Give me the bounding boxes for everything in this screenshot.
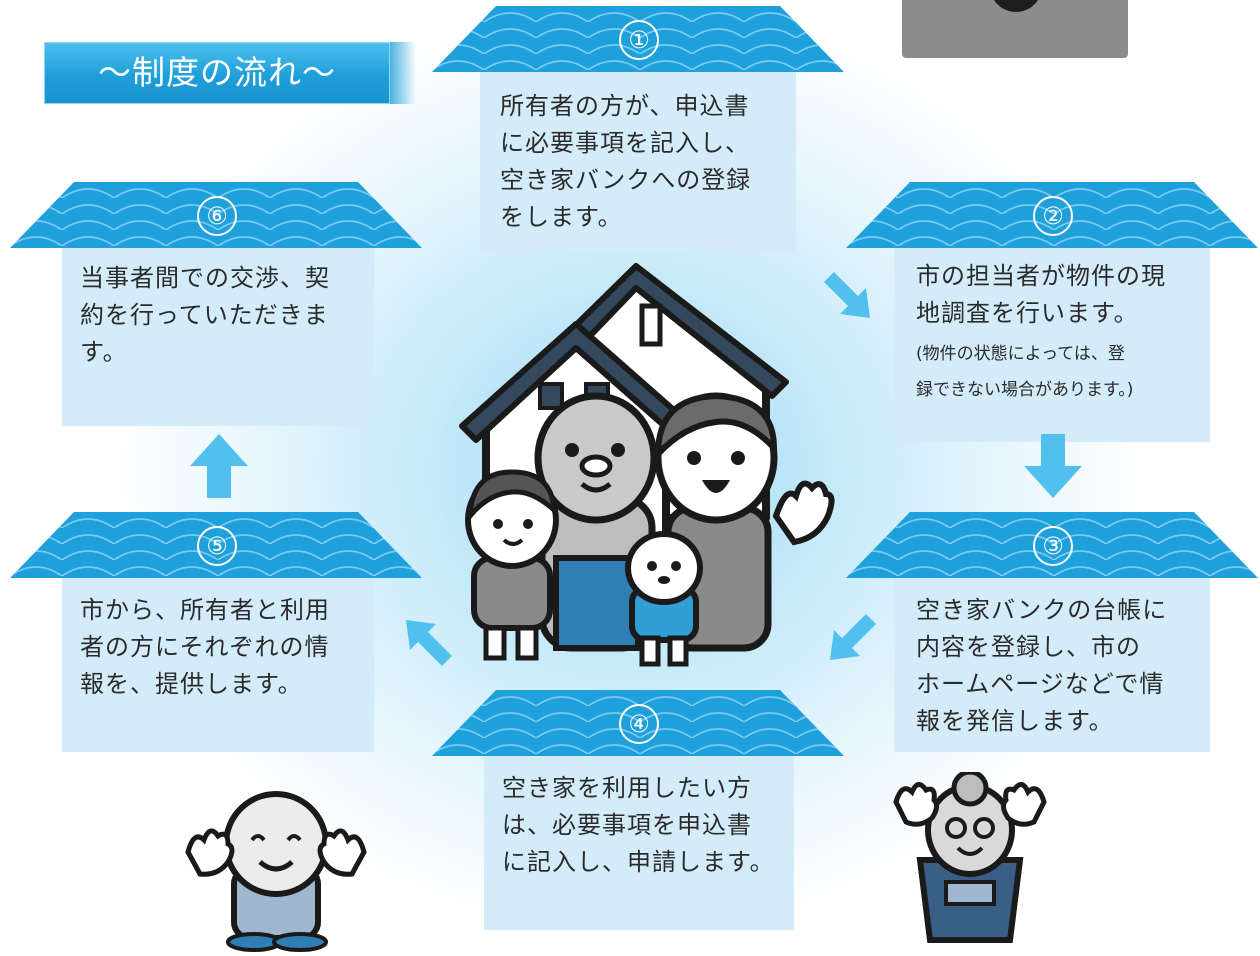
step-3-line-2: 内容を登録し、市の bbox=[916, 633, 1141, 661]
step-4-line-2: は、必要事項を申込書 bbox=[502, 811, 752, 839]
step-6-text: 当事者間での交渉、契 約を行っていただきま す。 bbox=[80, 260, 330, 371]
arrow-up-left-icon bbox=[406, 620, 452, 666]
old-man-illustration bbox=[185, 791, 367, 952]
step-3-line-1: 空き家バンクの台帳に bbox=[916, 596, 1168, 624]
step-1-line-2: に必要事項を記入し、 bbox=[500, 129, 750, 157]
step-4-number: ④ bbox=[619, 704, 659, 744]
step-1-number: ① bbox=[619, 20, 659, 60]
step-2-card: ② 市の担当者が物件の現 地調査を行います。 (物件の状態によっては、登 録でき… bbox=[846, 182, 1258, 442]
step-1-text: 所有者の方が、申込書 に必要事項を記入し、 空き家バンクへの登録 をします。 bbox=[500, 88, 751, 236]
step-3-number: ③ bbox=[1033, 526, 1073, 566]
step-6-number: ⑥ bbox=[197, 196, 237, 236]
step-2-body: 市の担当者が物件の現 地調査を行います。 (物件の状態によっては、登 録できない… bbox=[894, 248, 1210, 442]
step-5-body: 市から、所有者と利用 者の方にそれぞれの情 報を、提供します。 bbox=[62, 578, 374, 752]
step-5-text: 市から、所有者と利用 者の方にそれぞれの情 報を、提供します。 bbox=[80, 592, 330, 703]
step-2-number: ② bbox=[1033, 196, 1073, 236]
step-4-text: 空き家を利用したい方 は、必要事項を申込書 に記入し、申請します。 bbox=[502, 770, 775, 881]
arrow-down-left-icon bbox=[830, 614, 876, 660]
page-title: 〜制度の流れ〜 bbox=[44, 42, 416, 104]
step-6-line-2: 約を行っていただきま bbox=[80, 301, 329, 329]
step-2-line-2: 地調査を行います。 bbox=[916, 299, 1139, 327]
step-4-body: 空き家を利用したい方 は、必要事項を申込書 に記入し、申請します。 bbox=[484, 756, 794, 930]
step-2-note-2: 録できない場合があります。) bbox=[916, 380, 1134, 400]
step-4-line-1: 空き家を利用したい方 bbox=[502, 774, 752, 802]
step-5-number: ⑤ bbox=[197, 526, 237, 566]
step-5-card: ⑤ 市から、所有者と利用 者の方にそれぞれの情 報を、提供します。 bbox=[10, 512, 422, 752]
step-5-line-1: 市から、所有者と利用 bbox=[80, 596, 330, 624]
step-1-body: 所有者の方が、申込書 に必要事項を記入し、 空き家バンクへの登録 をします。 bbox=[480, 72, 796, 252]
step-6-card: ⑥ 当事者間での交渉、契 約を行っていただきま す。 bbox=[10, 182, 422, 426]
step-5-line-2: 者の方にそれぞれの情 bbox=[80, 633, 330, 661]
step-3-line-3: ホームページなどで情 bbox=[916, 670, 1165, 698]
step-6-line-3: す。 bbox=[80, 338, 128, 366]
arrow-down-icon bbox=[1024, 434, 1082, 498]
step-3-body: 空き家バンクの台帳に 内容を登録し、市の ホームページなどで情 報を発信します。 bbox=[894, 578, 1210, 752]
step-2-text: 市の担当者が物件の現 地調査を行います。 bbox=[916, 258, 1166, 332]
step-3-text: 空き家バンクの台帳に 内容を登録し、市の ホームページなどで情 報を発信します。 bbox=[916, 592, 1167, 740]
step-5-line-3: 報を、提供します。 bbox=[80, 670, 303, 698]
step-6-body: 当事者間での交渉、契 約を行っていただきま す。 bbox=[62, 248, 374, 426]
step-2-line-1: 市の担当者が物件の現 bbox=[916, 262, 1166, 290]
step-6-line-1: 当事者間での交渉、契 bbox=[80, 264, 330, 292]
old-woman-illustration bbox=[893, 772, 1047, 943]
step-2-note: (物件の状態によっては、登 録できない場合があります。) bbox=[916, 336, 1133, 408]
step-1-line-4: をします。 bbox=[500, 203, 623, 231]
step-3-line-4: 報を発信します。 bbox=[916, 707, 1114, 735]
arrow-down-right-icon bbox=[824, 272, 870, 318]
step-1-card: ① 所有者の方が、申込書 に必要事項を記入し、 空き家バンクへの登録 をします。 bbox=[432, 6, 844, 252]
arrow-up-icon bbox=[190, 434, 248, 498]
step-4-line-3: に記入し、申請します。 bbox=[502, 848, 775, 876]
dark-circle-icon bbox=[990, 0, 1042, 12]
step-3-card: ③ 空き家バンクの台帳に 内容を登録し、市の ホームページなどで情 報を発信しま… bbox=[846, 512, 1258, 752]
step-2-note-1: (物件の状態によっては、登 bbox=[916, 344, 1125, 364]
step-4-card: ④ 空き家を利用したい方 は、必要事項を申込書 に記入し、申請します。 bbox=[432, 690, 844, 930]
step-1-line-3: 空き家バンクへの登録 bbox=[500, 166, 752, 194]
family-house-illustration bbox=[459, 263, 835, 667]
step-1-line-1: 所有者の方が、申込書 bbox=[500, 92, 750, 120]
gray-illustration-corner bbox=[902, 0, 1128, 58]
